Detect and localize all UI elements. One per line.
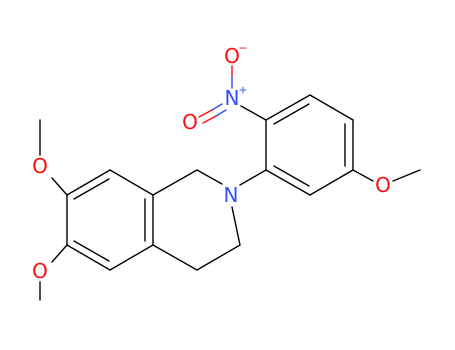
atom-o-methoxy-top: O bbox=[32, 154, 48, 178]
atom-o-nitro-left: O bbox=[182, 110, 198, 134]
bond-a3-a4 bbox=[309, 94, 354, 121]
bond-n-ch2b bbox=[231, 206, 241, 246]
bond-a2-nnitro bbox=[240, 105, 267, 121]
bond-c6-omethoxy-top bbox=[51, 177, 68, 196]
bond-c1-c2 bbox=[109, 169, 154, 196]
atom-o-nitro-top-charge: − bbox=[238, 42, 247, 55]
bond-ch2c-c3 bbox=[152, 244, 198, 271]
bond-ch2-n bbox=[196, 169, 223, 185]
bond-nnitro-oleft-o bbox=[198, 109, 213, 118]
atom-n-nitro: N bbox=[225, 86, 240, 110]
bond-ch2b-ch2c bbox=[196, 244, 241, 271]
bonds bbox=[39, 65, 421, 301]
bond-c6-c1-inner bbox=[73, 178, 110, 200]
bond-a2-a3-inner bbox=[273, 103, 310, 125]
bond-a2-a3 bbox=[265, 94, 311, 121]
bond-omethoxy-right-ch3 bbox=[392, 169, 421, 182]
bond-a5-a6 bbox=[309, 169, 354, 196]
bond-n-aryl bbox=[239, 169, 267, 186]
bond-a6-a1 bbox=[265, 169, 311, 196]
bond-c2-ch2 bbox=[152, 169, 198, 196]
atom-labels: N N + O − O O O O bbox=[32, 42, 391, 284]
bond-c4-c5 bbox=[66, 244, 111, 271]
bond-a6-a1-inner bbox=[273, 165, 310, 187]
atom-n-nitro-charge: + bbox=[238, 84, 247, 97]
bond-c4-c5-inner bbox=[73, 240, 110, 262]
bond-c6-c1 bbox=[66, 169, 111, 196]
bond-a5-omethoxy-right bbox=[352, 169, 374, 182]
atom-o-methoxy-bottom: O bbox=[32, 259, 48, 283]
bond-c5-omethoxy-bottom bbox=[51, 244, 68, 263]
atom-n-ring: N bbox=[224, 183, 239, 207]
bond-c3-c4 bbox=[109, 244, 154, 271]
bond-nnitro-oleft bbox=[211, 103, 223, 111]
atom-o-methoxy-right: O bbox=[375, 173, 391, 197]
atom-o-nitro-top: O bbox=[224, 44, 240, 68]
bond-nnitro-oleft-2 bbox=[215, 109, 227, 117]
bond-nnitro-oleft-2o bbox=[202, 115, 217, 124]
